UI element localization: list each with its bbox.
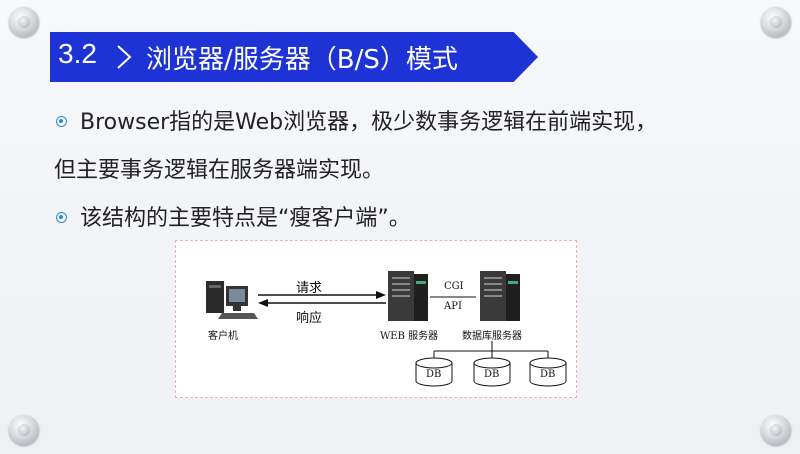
bullet-text: 但主要事务逻辑在服务器端实现。 <box>54 158 385 183</box>
chevron-right-icon <box>117 45 132 69</box>
section-number: 3.2 <box>58 38 97 69</box>
db-connector-lines <box>433 341 549 359</box>
database-cylinder-icon <box>415 357 453 387</box>
request-arrow-icon <box>258 291 386 299</box>
bullet-continuation: 但主要事务逻辑在服务器端实现。 <box>54 156 764 186</box>
cgi-label: CGI <box>444 281 464 292</box>
request-label: 请求 <box>296 281 323 296</box>
bullet-item: Browser指的是Web浏览器，极少数事务逻辑在前端实现， <box>54 108 764 138</box>
db-server-label: 数据库服务器 <box>462 331 522 342</box>
client-computer-icon <box>206 281 258 319</box>
bs-architecture-diagram: 请求 响应 客户机 CGI API WEB 服务器 数据库服务器 DB DB D… <box>175 240 577 398</box>
bullet-list: Browser指的是Web浏览器，极少数事务逻辑在前端实现， 但主要事务逻辑在服… <box>54 108 764 252</box>
api-label: API <box>444 301 462 312</box>
screw-bottom-right-icon <box>761 415 791 445</box>
response-label: 响应 <box>296 311 323 326</box>
client-label: 客户机 <box>208 331 238 342</box>
response-arrow-icon <box>258 299 386 307</box>
screw-bottom-left-icon <box>9 415 39 445</box>
web-server-icon <box>388 271 428 321</box>
database-server-icon <box>480 271 520 321</box>
db-label: DB <box>426 369 442 380</box>
bullet-item: 该结构的主要特点是“瘦客户端”。 <box>54 204 764 234</box>
database-cylinder-icon <box>529 357 567 387</box>
slide-title-banner: 3.2 浏览器/服务器（B/S）模式 <box>50 32 538 82</box>
db-label: DB <box>484 369 500 380</box>
bullet-text: Browser指的是Web浏览器，极少数事务逻辑在前端实现， <box>80 110 658 135</box>
diagram-graphics <box>206 271 567 387</box>
screw-top-right-icon <box>761 7 791 37</box>
web-server-label: WEB 服务器 <box>380 331 439 342</box>
slide-title: 浏览器/服务器（B/S）模式 <box>146 45 458 75</box>
bullet-text: 该结构的主要特点是“瘦客户端”。 <box>80 206 411 231</box>
database-cylinder-icon <box>473 357 511 387</box>
bullet-circle-icon <box>56 212 67 223</box>
db-label: DB <box>540 369 556 380</box>
bullet-circle-icon <box>56 116 67 127</box>
screw-top-left-icon <box>9 7 39 37</box>
